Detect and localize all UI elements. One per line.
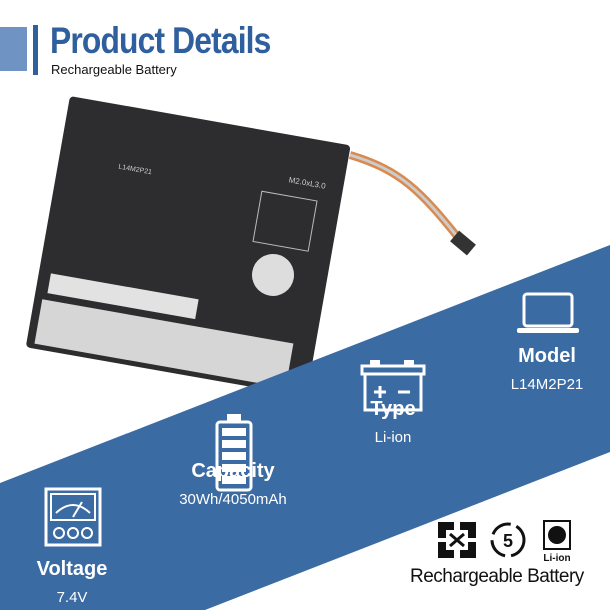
recycle-5-icon: 5 <box>490 522 526 558</box>
feature-type: Type Li-ion <box>323 398 463 446</box>
voltmeter-icon <box>44 487 102 547</box>
header-accent-square <box>0 27 27 71</box>
feature-value: 7.4V <box>56 589 88 606</box>
taiwan-recycle-icon <box>438 522 476 558</box>
feature-model: Model L14M2P21 <box>477 345 610 393</box>
battery-cable <box>348 151 476 256</box>
car-battery-icon <box>360 360 426 412</box>
feature-label: Type <box>370 398 416 420</box>
rechargeable-caption: Rechargeable Battery <box>410 566 584 587</box>
page-subtitle: Rechargeable Battery <box>51 62 177 77</box>
feature-value: 30Wh/4050mAh <box>179 491 287 508</box>
feature-voltage: Voltage 7.4V <box>2 558 142 606</box>
feature-label: Capacity <box>191 460 275 482</box>
page-title: Product Details <box>50 20 271 61</box>
battery-full-icon <box>215 414 253 492</box>
liion-recycle-icon: Li-ion <box>543 520 571 564</box>
laptop-icon <box>517 292 579 333</box>
feature-capacity: Capacity 30Wh/4050mAh <box>163 460 303 508</box>
feature-value: Li-ion <box>374 429 412 446</box>
recycle-number: 5 <box>503 531 513 551</box>
feature-label: Model <box>518 345 576 367</box>
feature-label: Voltage <box>36 558 108 580</box>
feature-value: L14M2P21 <box>510 376 584 393</box>
liion-label: Li-ion <box>543 553 570 564</box>
header-accent-bar <box>33 25 38 75</box>
